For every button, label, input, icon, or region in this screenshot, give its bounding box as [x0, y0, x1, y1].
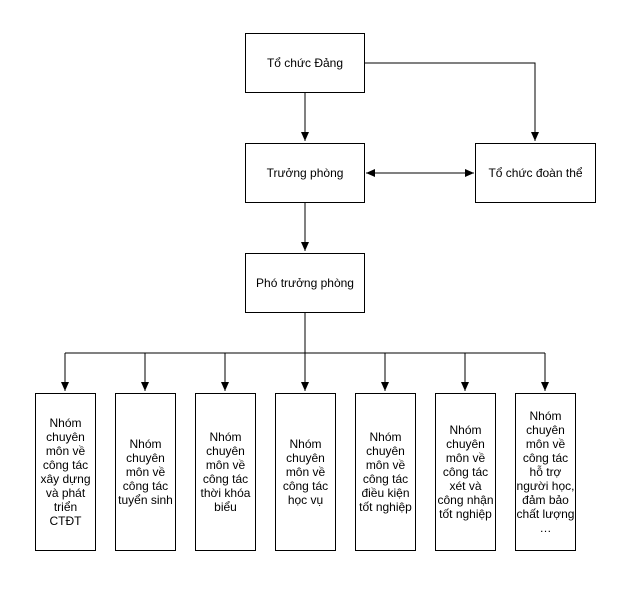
node-group-5-label: Nhóm chuyên môn về công tác điều kiện tố…: [359, 430, 412, 514]
node-head: Trưởng phòng: [245, 143, 365, 203]
node-head-label: Trưởng phòng: [266, 166, 344, 180]
node-group-4-label: Nhóm chuyên môn về công tác học vụ: [282, 437, 329, 507]
node-group-3: Nhóm chuyên môn về công tác thời khóa bi…: [195, 393, 256, 551]
node-group-1: Nhóm chuyên môn về công tác xây dựng và …: [35, 393, 96, 551]
connector-party-union: [365, 62, 539, 141]
node-group-7: Nhóm chuyên môn về công tác hỗ trợ người…: [515, 393, 576, 551]
node-group-1-label: Nhóm chuyên môn về công tác xây dựng và …: [40, 416, 91, 528]
node-group-6: Nhóm chuyên môn về công tác xét và công …: [435, 393, 496, 551]
node-party-label: Tổ chức Đảng: [266, 56, 344, 70]
node-deputy-label: Phó trưởng phòng: [256, 276, 354, 290]
node-deputy: Phó trưởng phòng: [245, 253, 365, 313]
node-union-label: Tổ chức đoàn thể: [488, 166, 583, 180]
node-party: Tổ chức Đảng: [245, 33, 365, 93]
node-union: Tổ chức đoàn thể: [475, 143, 596, 203]
node-group-2-label: Nhóm chuyên môn về công tác tuyển sinh: [118, 437, 173, 507]
node-group-7-label: Nhóm chuyên môn về công tác hỗ trợ người…: [516, 409, 575, 535]
node-group-6-label: Nhóm chuyên môn về công tác xét và công …: [437, 423, 494, 521]
node-group-4: Nhóm chuyên môn về công tác học vụ: [275, 393, 336, 551]
node-group-2: Nhóm chuyên môn về công tác tuyển sinh: [115, 393, 176, 551]
node-group-3-label: Nhóm chuyên môn về công tác thời khóa bi…: [200, 430, 251, 514]
node-group-5: Nhóm chuyên môn về công tác điều kiện tố…: [355, 393, 416, 551]
